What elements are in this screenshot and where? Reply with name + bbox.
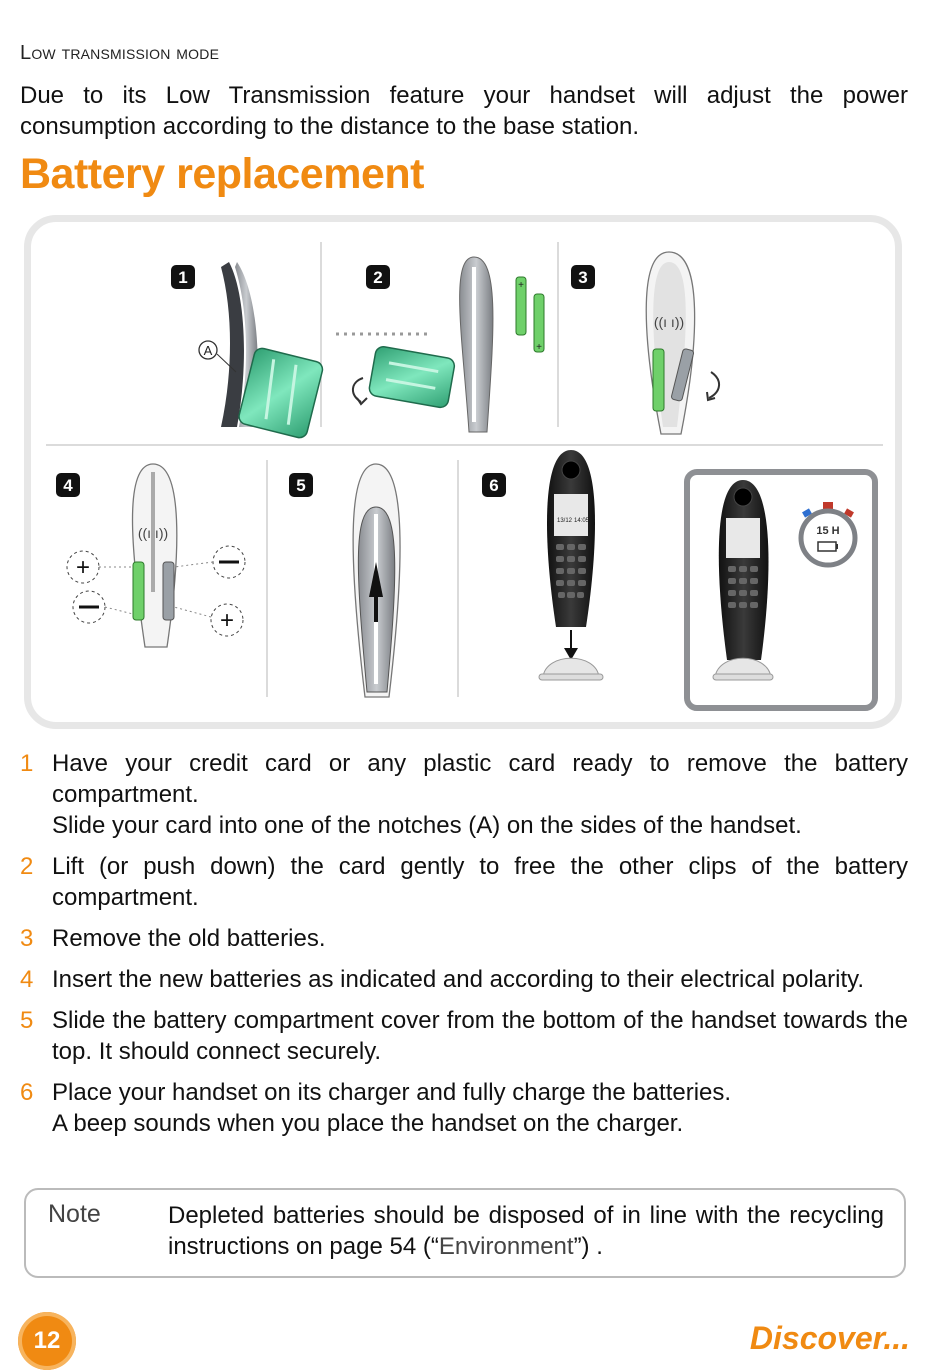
- svg-text:+: +: [76, 554, 90, 581]
- section-footer-label: Discover...: [749, 1320, 910, 1356]
- badge-1: 1: [178, 268, 187, 287]
- panel-dividers: [46, 242, 883, 697]
- step-item: 6 Place your handset on its charger and …: [20, 1077, 908, 1139]
- step-text: Place your handset on its charger and fu…: [52, 1079, 732, 1106]
- step-text: Slide your card into one of the notches …: [52, 812, 802, 839]
- step-text: Lift (or push down) the card gently to f…: [52, 853, 908, 911]
- step-item: 4 Insert the new batteries as indicated …: [20, 964, 908, 995]
- battery-illustration: A + + ((ı ı)): [24, 215, 902, 729]
- illustration-canvas: A + + ((ı ı)): [46, 242, 883, 711]
- step-item: 2 Lift (or push down) the card gently to…: [20, 851, 908, 913]
- screen-time: 14:05: [574, 518, 590, 524]
- step-6-illustration: 13/12 14:05: [538, 450, 604, 681]
- step-item: 1 Have your credit card or any plastic c…: [20, 748, 908, 841]
- svg-text:+: +: [220, 607, 234, 634]
- badge-6: 6: [489, 476, 498, 495]
- environment-link[interactable]: Environment: [438, 1233, 574, 1260]
- step-text: Remove the old batteries.: [52, 925, 326, 952]
- step-text: Insert the new batteries as indicated an…: [52, 966, 864, 993]
- step-number: 1: [20, 750, 34, 777]
- step-3-illustration: ((ı ı)): [645, 251, 720, 435]
- page-title: Battery replacement: [20, 150, 424, 198]
- svg-text:+: +: [518, 280, 524, 291]
- step-text: Have your credit card or any plastic car…: [52, 750, 908, 808]
- badge-5: 5: [296, 476, 305, 495]
- step-text: A beep sounds when you place the handset…: [52, 1110, 684, 1137]
- screen-date: 13/12: [557, 518, 573, 524]
- step-5-illustration: [352, 463, 401, 698]
- step-item: 5 Slide the battery compartment cover fr…: [20, 1005, 908, 1067]
- page-number-badge: 12: [18, 1312, 76, 1370]
- notch-label: A: [204, 343, 213, 358]
- note-text-before: Depleted batteries should be disposed of…: [168, 1202, 884, 1260]
- step-number: 3: [20, 925, 34, 952]
- section-title: Low transmission mode: [20, 42, 220, 64]
- steps-list: 1 Have your credit card or any plastic c…: [20, 748, 908, 1149]
- timer-label: 15 H: [816, 525, 839, 537]
- step-number: 4: [20, 966, 34, 993]
- step-text: Slide the battery compartment cover from…: [52, 1007, 908, 1065]
- step-2-illustration: + +: [336, 256, 545, 433]
- step-number: 6: [20, 1079, 34, 1106]
- step-1-illustration: A: [198, 262, 324, 439]
- step-4-illustration: ((ı ı)) + +: [66, 463, 246, 648]
- svg-text:((ı ı)): ((ı ı)): [654, 314, 684, 330]
- badge-4: 4: [63, 476, 73, 495]
- svg-text:+: +: [536, 342, 542, 353]
- charging-illustration: 15 H: [684, 469, 878, 711]
- step-badges: 1 2 3 4 5 6: [56, 265, 595, 497]
- badge-3: 3: [578, 268, 587, 287]
- note-label: Note: [48, 1200, 101, 1228]
- step-number: 2: [20, 853, 34, 880]
- note-box: Note Depleted batteries should be dispos…: [24, 1188, 906, 1278]
- step-number: 5: [20, 1007, 34, 1034]
- note-text: Depleted batteries should be disposed of…: [168, 1200, 884, 1262]
- intro-paragraph: Due to its Low Transmission feature your…: [20, 82, 908, 140]
- svg-text:((ı ı)): ((ı ı)): [138, 525, 168, 541]
- step-item: 3 Remove the old batteries.: [20, 923, 908, 954]
- note-text-after: ”) .: [573, 1233, 603, 1260]
- badge-2: 2: [373, 268, 382, 287]
